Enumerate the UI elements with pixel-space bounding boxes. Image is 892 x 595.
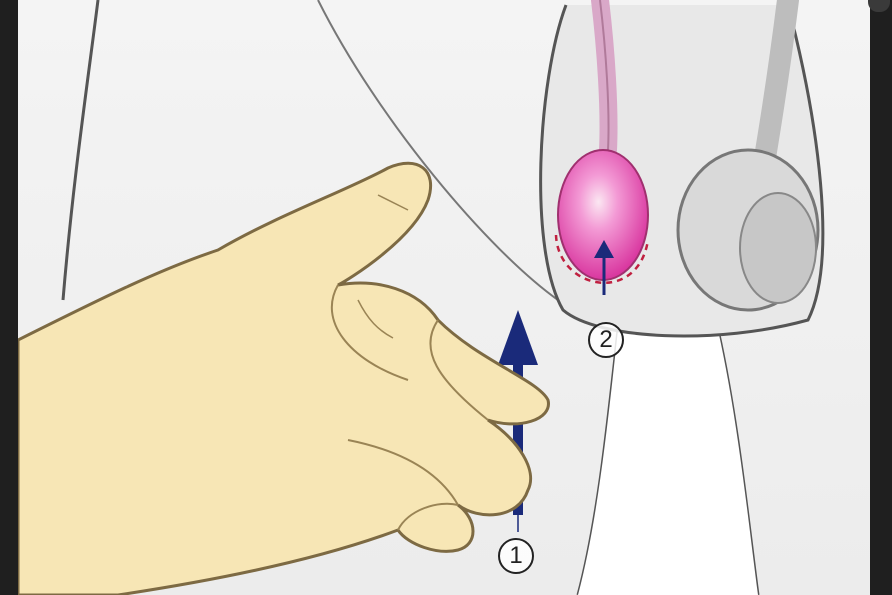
step-marker-label: 1 [509, 542, 522, 570]
step-marker-label: 2 [599, 326, 612, 354]
step-marker-1: 1 [498, 538, 534, 574]
hand-icon [18, 163, 548, 595]
step-marker-2: 2 [588, 322, 624, 358]
illustration-canvas: 1 2 [18, 0, 870, 595]
white-gap [578, 330, 758, 595]
corner-tab [868, 0, 890, 12]
thigh-outline-left [63, 0, 98, 300]
anatomy-illustration [18, 0, 870, 595]
